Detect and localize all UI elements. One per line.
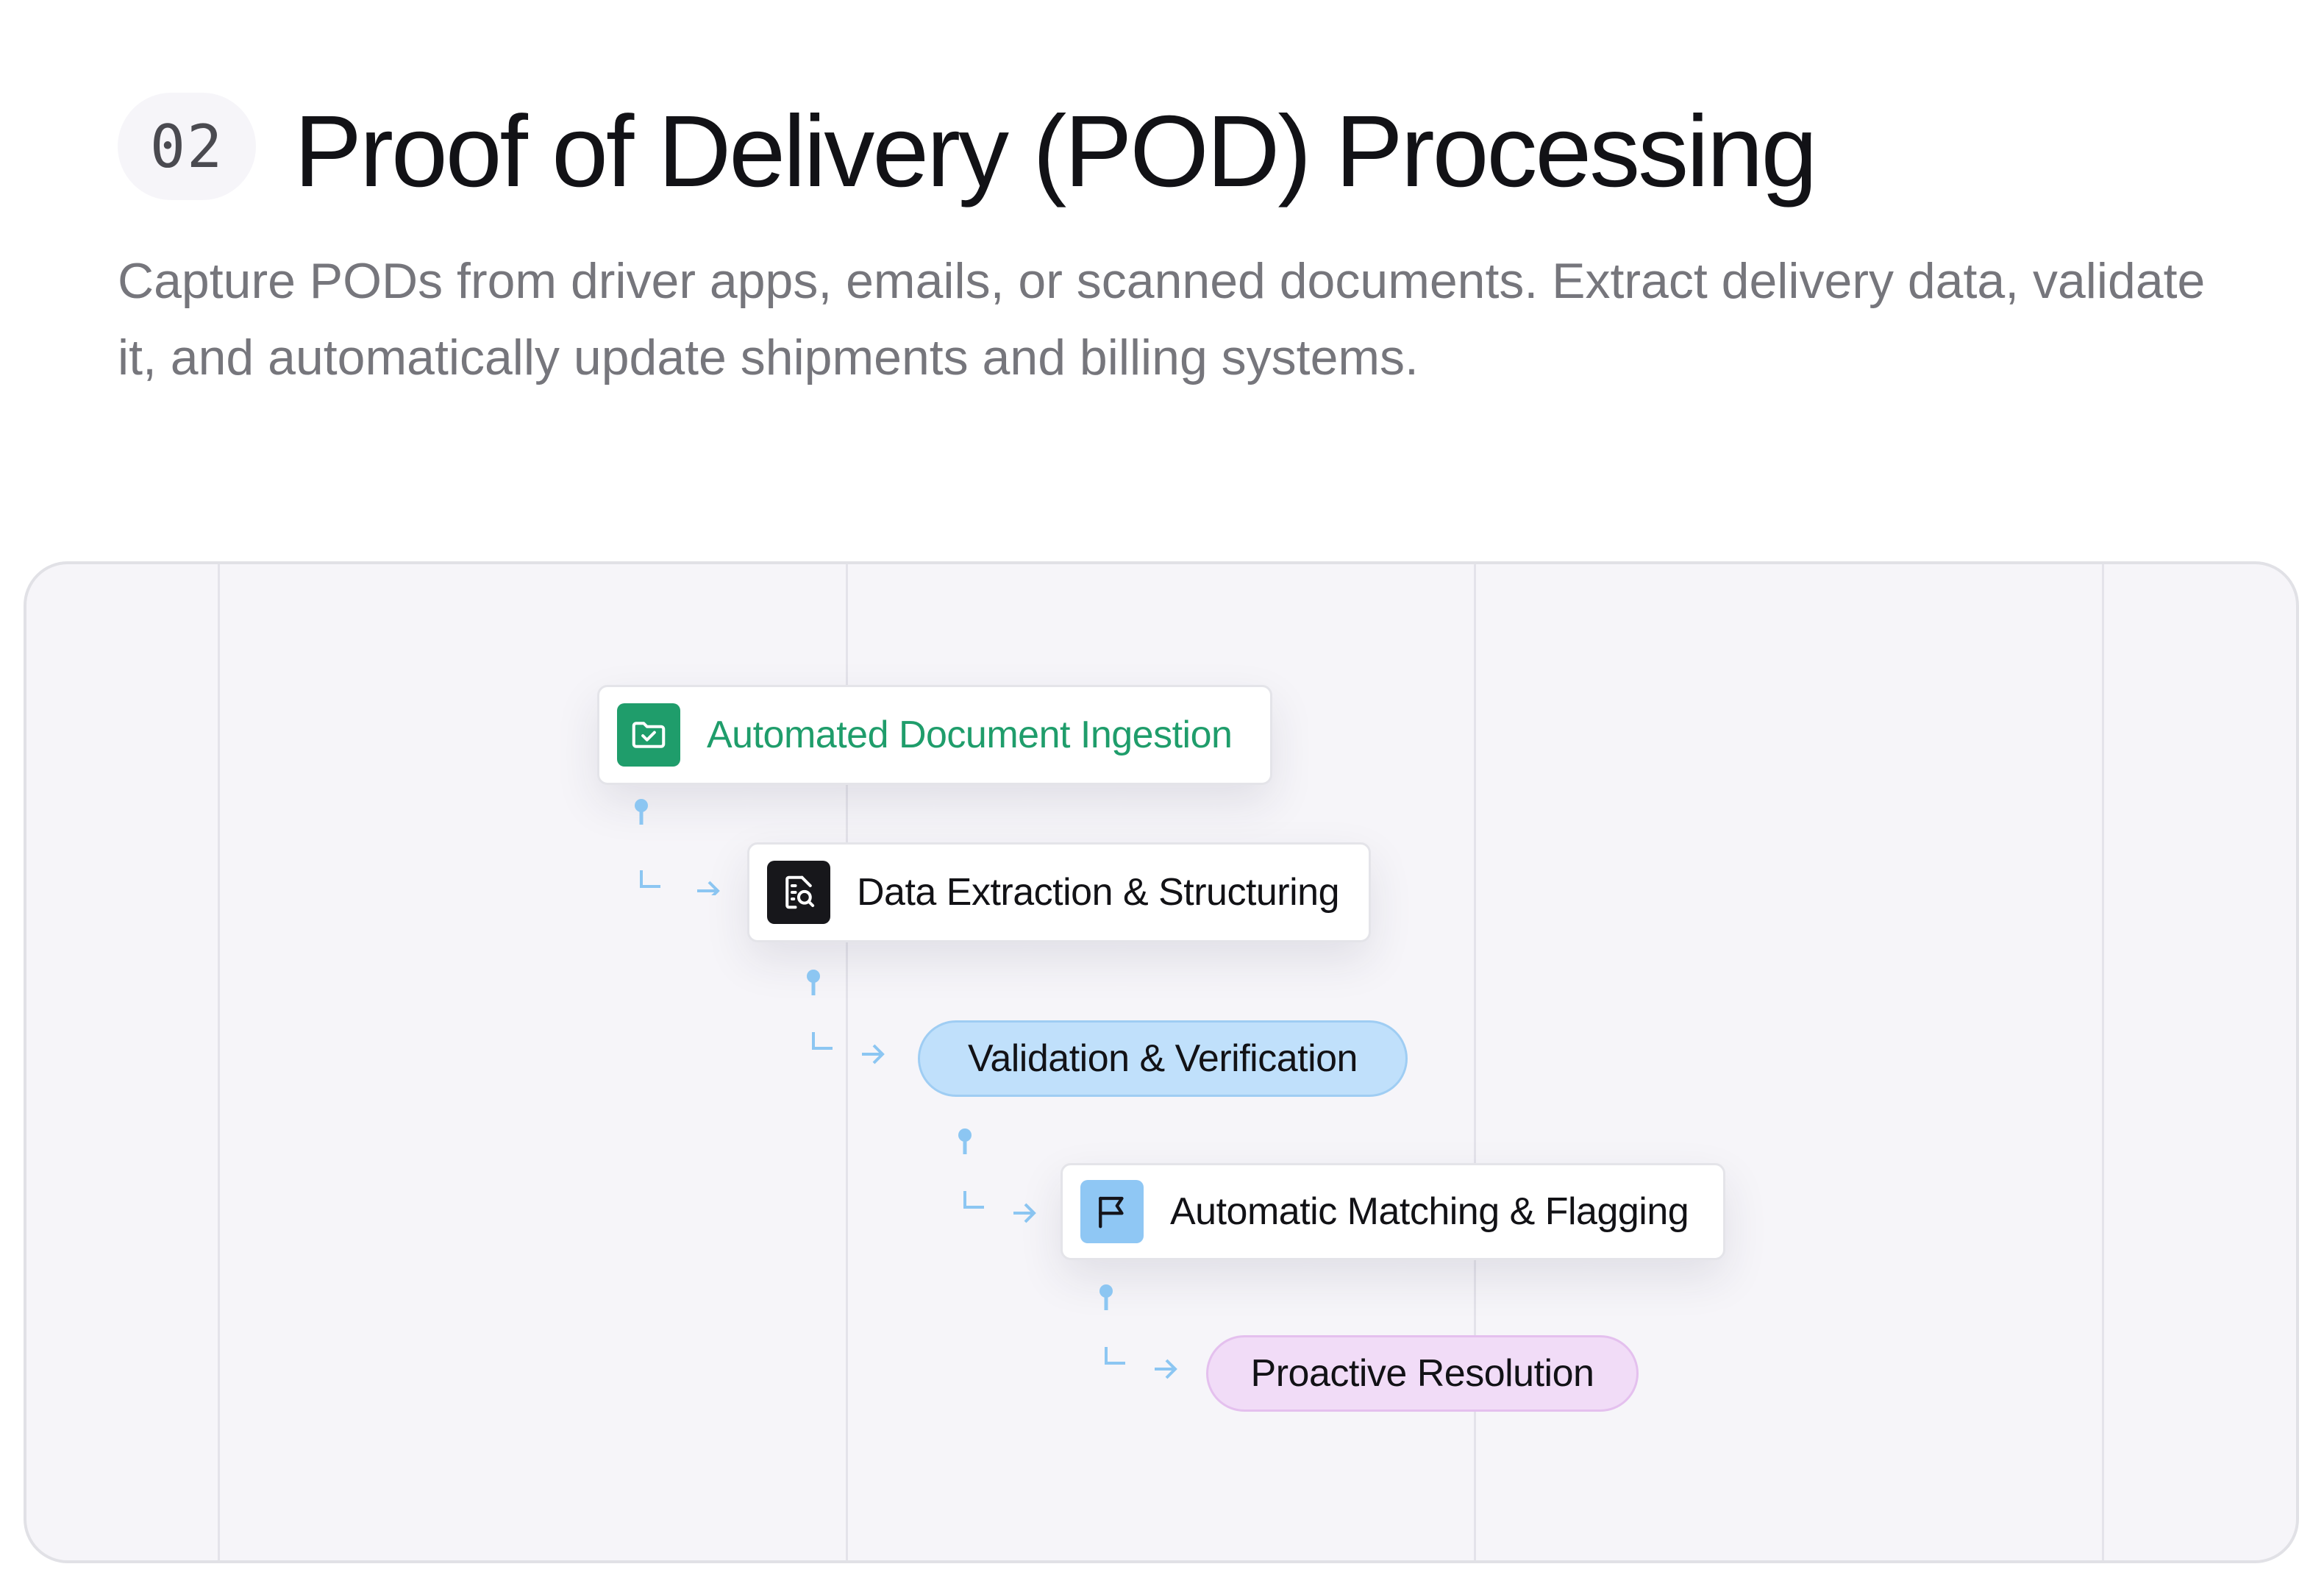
- step-connector: [958, 1128, 1036, 1223]
- step-connector: [1099, 1284, 1177, 1379]
- grid-line: [218, 564, 220, 1560]
- step-connector: [635, 799, 720, 895]
- workflow-step-data-extraction[interactable]: Data Extraction & Structuring: [747, 842, 1371, 942]
- workflow-step-proactive-resolution[interactable]: Proactive Resolution: [1206, 1335, 1639, 1412]
- flag-icon: [1080, 1180, 1144, 1243]
- workflow-canvas: Automated Document Ingestion Data Extrac…: [24, 561, 2299, 1563]
- workflow-step-validation[interactable]: Validation & Verification: [918, 1020, 1408, 1097]
- workflow-step-matching-flagging[interactable]: Automatic Matching & Flagging: [1061, 1163, 1725, 1260]
- section-title: Proof of Delivery (POD) Processing: [294, 95, 1817, 208]
- step-label: Data Extraction & Structuring: [857, 871, 1340, 914]
- grid-line: [846, 564, 848, 1560]
- step-label: Proactive Resolution: [1250, 1352, 1594, 1395]
- grid-line: [2102, 564, 2104, 1560]
- step-label: Validation & Verification: [968, 1037, 1358, 1080]
- step-label: Automated Document Ingestion: [707, 714, 1233, 756]
- section-number-badge: 02: [118, 93, 256, 200]
- workflow-step-document-ingestion[interactable]: Automated Document Ingestion: [597, 685, 1272, 785]
- folder-check-icon: [617, 703, 680, 767]
- section-subtitle: Capture PODs from driver apps, emails, o…: [118, 253, 2206, 385]
- step-connector: [807, 970, 885, 1064]
- grid-line: [1474, 564, 1476, 1560]
- step-label: Automatic Matching & Flagging: [1170, 1190, 1689, 1233]
- document-search-icon: [767, 861, 830, 924]
